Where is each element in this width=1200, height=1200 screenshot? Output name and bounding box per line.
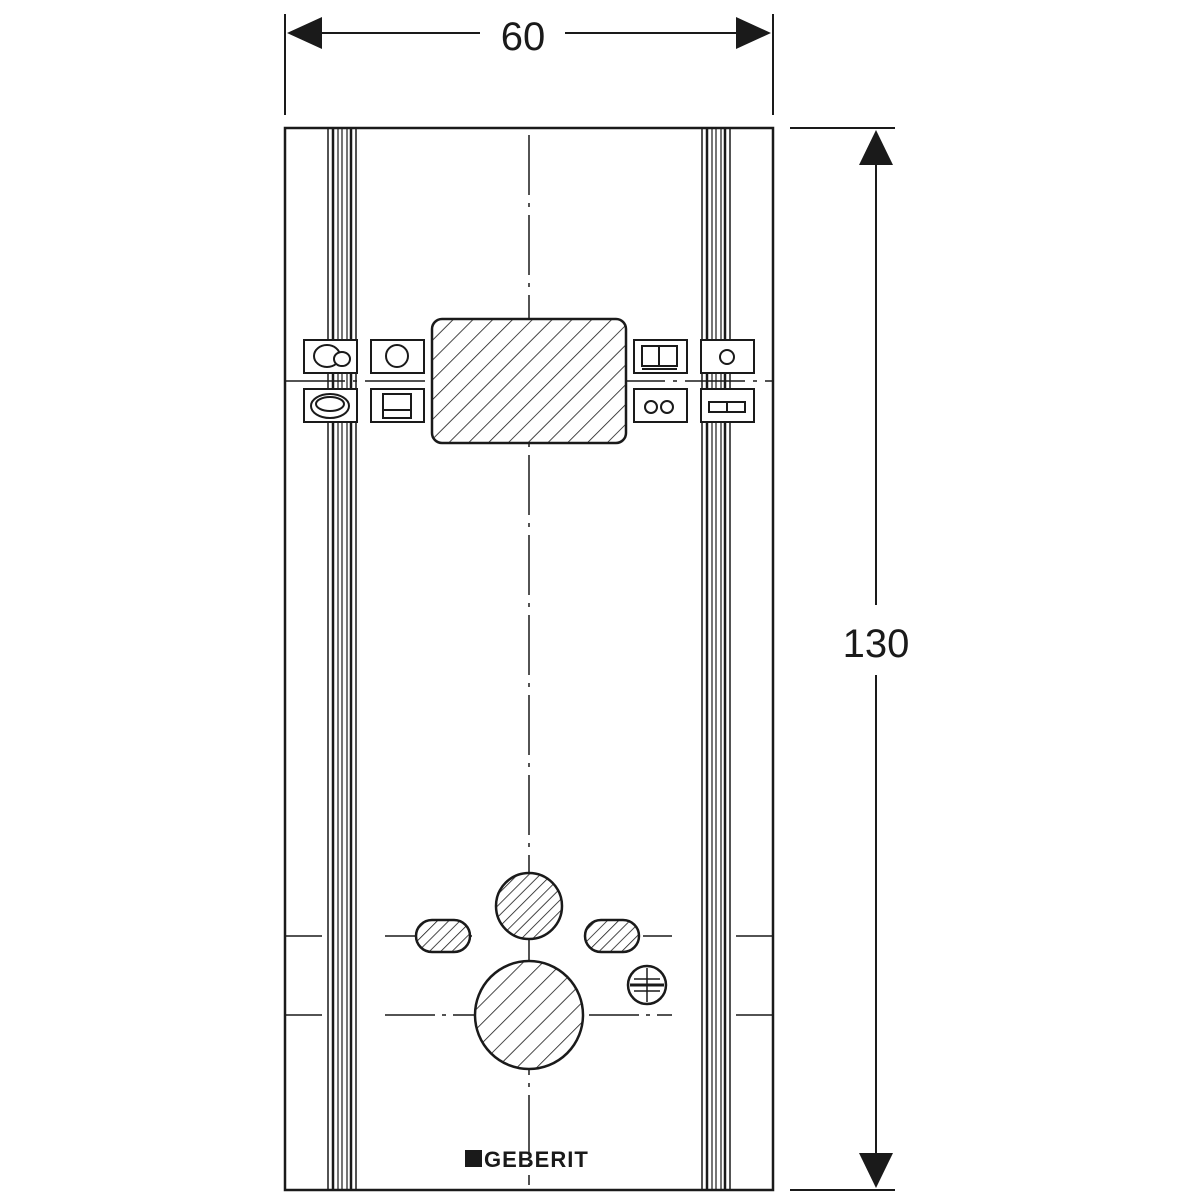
plate-icon (633, 339, 688, 374)
height-arrow-top (859, 130, 893, 165)
two-dots-icon (633, 388, 688, 423)
geberit-logo: GEBERIT (465, 1147, 589, 1172)
panel-outline (283, 126, 775, 1192)
supply-pipe-opening (494, 871, 564, 941)
drain-pipe-opening (473, 959, 585, 1071)
width-dimension (284, 14, 774, 115)
mounting-slot-left (414, 918, 472, 954)
height-dimension-label: 130 (843, 622, 910, 666)
flush-plate-icons (303, 339, 755, 423)
square-icon (370, 388, 425, 423)
height-dimension (790, 127, 895, 1191)
mounting-slot-right (583, 918, 641, 954)
right-rail (701, 128, 731, 1190)
geberit-logo-text: GEBERIT (484, 1147, 589, 1172)
left-rail (327, 128, 357, 1190)
dual-button-icon (700, 388, 755, 423)
circle-icon (370, 339, 425, 374)
small-circle-icon (700, 339, 755, 374)
siphon-symbol-icon (626, 964, 668, 1006)
width-arrow-right (736, 17, 771, 49)
flush-plate-opening (430, 317, 628, 445)
geberit-logo-mark (465, 1150, 482, 1167)
oval-icon (303, 388, 358, 423)
double-circle-icon (303, 339, 358, 374)
width-dimension-label: 60 (501, 15, 546, 59)
height-arrow-bottom (859, 1153, 893, 1188)
width-arrow-left (287, 17, 322, 49)
